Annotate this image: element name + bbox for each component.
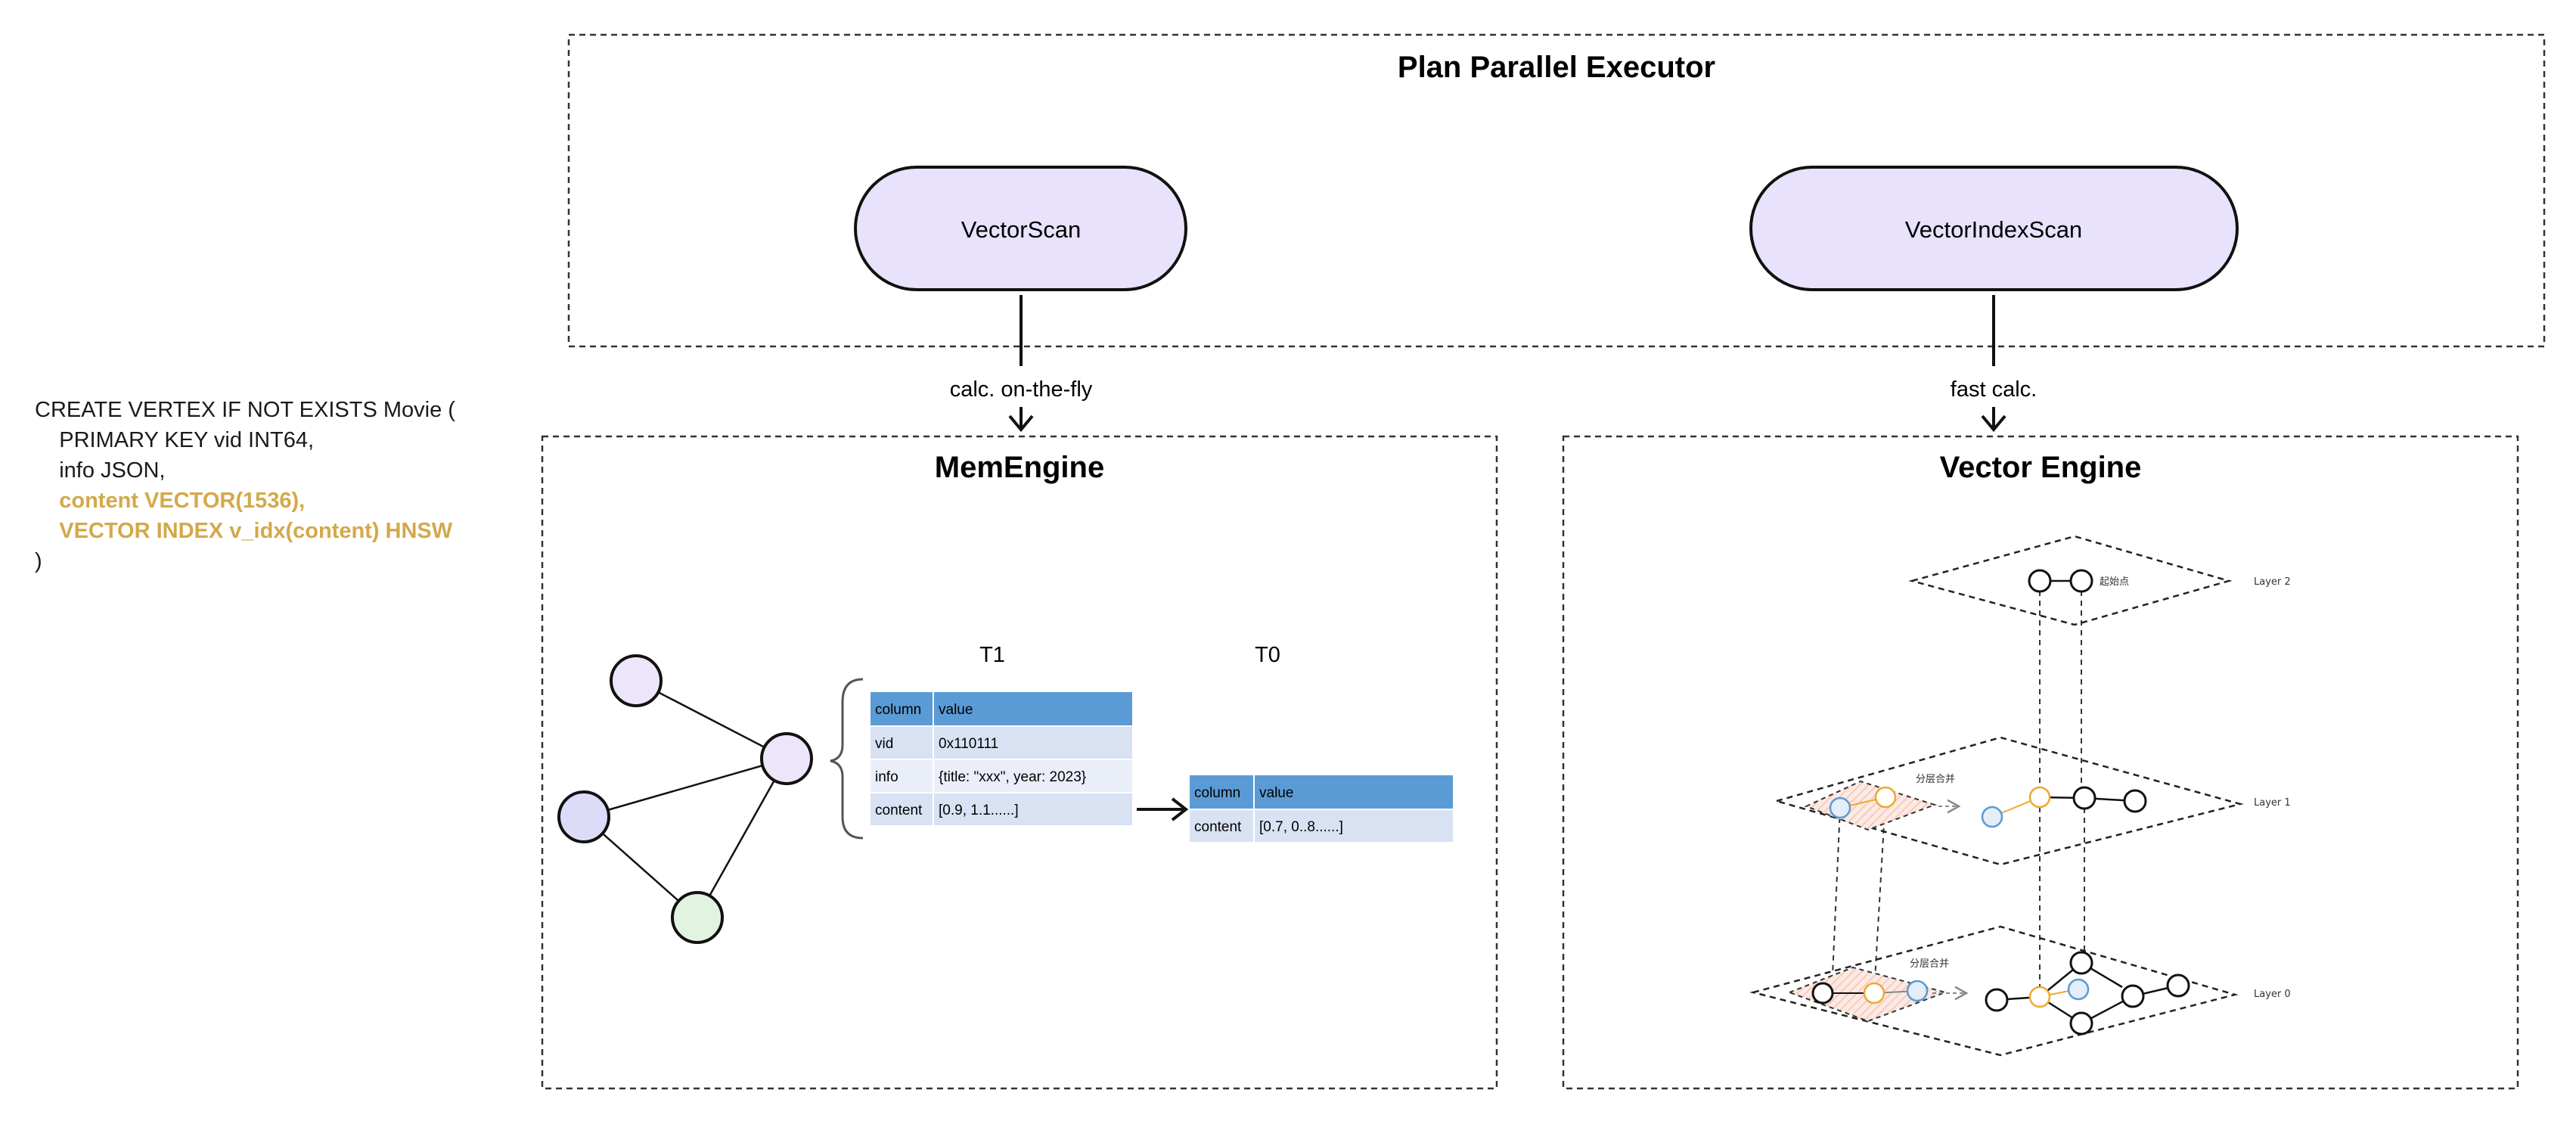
t1-cell: [0.9, 1.1......]: [939, 803, 1019, 818]
graph-node: [671, 891, 724, 944]
sql-line: info JSON,: [35, 458, 166, 483]
graph-node: [557, 790, 610, 843]
hnsw-node: [2069, 951, 2093, 975]
layer1-plane: [1773, 736, 2244, 866]
t1-header-cell: column: [875, 702, 921, 718]
t1-cell: {title: "xxx", year: 2023}: [939, 769, 1086, 785]
vectorengine-title: Vector Engine: [1940, 451, 2142, 484]
t0-cell: [0.7, 0..8......]: [1259, 819, 1343, 835]
hnsw-node-orange: [2028, 786, 2051, 809]
graph-edge: [696, 758, 788, 918]
t0-row: [1190, 810, 1453, 842]
graph-edge: [635, 679, 787, 760]
layer0-plane: [1749, 925, 2239, 1057]
graph-edge: [583, 757, 787, 818]
t1-row: [871, 760, 1132, 792]
t1-header-row: [871, 692, 1132, 725]
sql-line: PRIMARY KEY vid INT64,: [35, 428, 315, 452]
t0-header-row: [1190, 775, 1453, 809]
brace-icon: [830, 678, 864, 840]
t1-cell: vid: [875, 736, 893, 752]
t1-cell: info: [875, 769, 898, 785]
t1-label: T1: [979, 643, 1005, 667]
merge-label-layer0: 分层合并: [1910, 958, 1949, 970]
t1-row: [871, 793, 1132, 825]
hnsw-node-orange: [1863, 982, 1885, 1004]
hnsw-node-blue: [1829, 796, 1851, 819]
graph-node: [610, 654, 663, 707]
layer1-label: Layer 1: [2254, 797, 2291, 809]
hnsw-node-orange: [1874, 786, 1897, 809]
hnsw-node: [2121, 984, 2145, 1008]
merge-label-layer1: 分层合并: [1916, 774, 1955, 785]
vectorengine-frame: [1562, 435, 2519, 1090]
executor-title: Plan Parallel Executor: [1398, 51, 1715, 84]
hnsw-node-blue: [1906, 980, 1929, 1002]
t1-cell: content: [875, 803, 923, 818]
layer0-label: Layer 0: [2254, 989, 2291, 1000]
hnsw-node-orange: [2028, 986, 2051, 1008]
hnsw-node-blue: [1981, 806, 2003, 828]
t1-table: column value vid 0x110111 info {title: "…: [871, 692, 1132, 825]
hnsw-node: [1985, 988, 2009, 1012]
arrowhead-t1-t0: [1171, 797, 1189, 821]
t0-cell: content: [1194, 819, 1242, 835]
start-point-label: 起始点: [2100, 576, 2129, 588]
hnsw-node: [2166, 973, 2190, 998]
hnsw-node: [2072, 786, 2096, 810]
vectorindexscan-label: VectorIndexScan: [1905, 216, 2082, 243]
graph-node: [760, 732, 813, 785]
vectorindexscan-node[interactable]: [1749, 166, 2239, 291]
t1-row: [871, 727, 1132, 759]
t1-cell: 0x110111: [939, 736, 998, 752]
memengine-frame: [541, 435, 1498, 1090]
sql-line: CREATE VERTEX IF NOT EXISTS Movie (: [35, 398, 455, 422]
t0-table: column value content [0.7, 0..8......]: [1190, 775, 1453, 842]
sql-line-highlight: VECTOR INDEX v_idx(content) HNSW: [35, 519, 453, 543]
hnsw-node: [1811, 982, 1834, 1004]
memengine-title: MemEngine: [935, 451, 1104, 484]
hnsw-node-blue: [2067, 978, 2090, 1001]
t0-header-cell: value: [1259, 785, 1293, 801]
layer2-label: Layer 2: [2254, 576, 2291, 588]
hnsw-node: [2028, 569, 2052, 593]
t1-header-cell: value: [939, 702, 973, 718]
vectorscan-label: VectorScan: [961, 216, 1082, 243]
t0-header-cell: column: [1194, 785, 1240, 801]
vectorscan-node[interactable]: [854, 166, 1187, 291]
edge-label-fast-calc: fast calc.: [1951, 377, 2037, 402]
hnsw-node: [2069, 569, 2093, 593]
layer2-plane: [1908, 535, 2233, 626]
edge-label-on-the-fly: calc. on-the-fly: [950, 377, 1093, 402]
sql-line-highlight: content VECTOR(1536),: [35, 489, 306, 513]
executor-frame: [567, 33, 2546, 348]
merge-region-layer1: [1804, 780, 1938, 831]
hnsw-node: [2123, 789, 2147, 813]
t0-label: T0: [1255, 643, 1280, 667]
sql-line: ): [35, 549, 42, 573]
hnsw-node: [2069, 1011, 2093, 1036]
sql-statement: CREATE VERTEX IF NOT EXISTS Movie ( PRIM…: [35, 395, 455, 576]
